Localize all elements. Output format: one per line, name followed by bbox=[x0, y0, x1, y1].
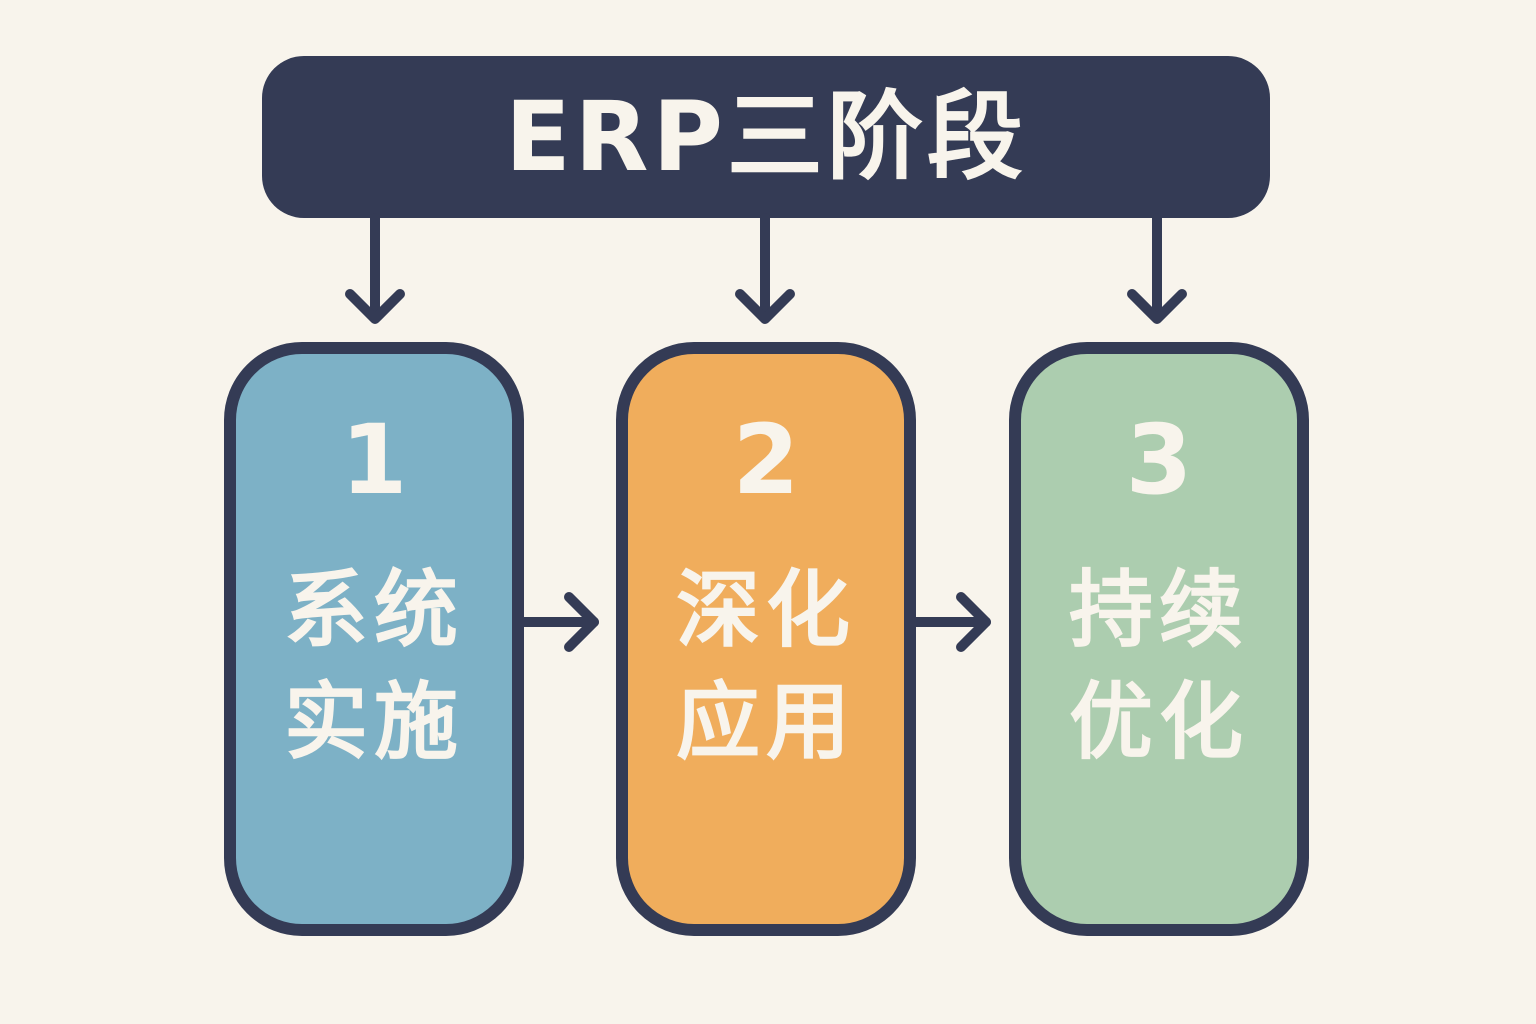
stage-label: 系统 实施 bbox=[284, 554, 464, 778]
title-banner: ERP三阶段 bbox=[262, 56, 1270, 218]
stage-box-2: 2 深化 应用 bbox=[616, 342, 916, 936]
right-arrow-icon-1 bbox=[519, 592, 599, 652]
down-arrow-icon-1 bbox=[345, 213, 405, 324]
down-arrow-icon-2 bbox=[735, 213, 795, 324]
stage-label-line1: 系统 bbox=[283, 561, 464, 659]
stage-label: 持续 优化 bbox=[1069, 554, 1249, 778]
stage-box-3: 3 持续 优化 bbox=[1009, 342, 1309, 936]
stage-number: 1 bbox=[340, 404, 408, 516]
right-arrow-icon-2 bbox=[911, 592, 991, 652]
stage-number: 3 bbox=[1125, 404, 1193, 516]
stage-label-line2: 优化 bbox=[1068, 673, 1249, 771]
stage-label-line2: 实施 bbox=[283, 673, 464, 771]
diagram-title: ERP三阶段 bbox=[505, 81, 1027, 193]
stage-label: 深化 应用 bbox=[676, 554, 856, 778]
down-arrow-icon-3 bbox=[1127, 213, 1187, 324]
stage-number: 2 bbox=[732, 404, 800, 516]
stage-box-1: 1 系统 实施 bbox=[224, 342, 524, 936]
stage-label-line2: 应用 bbox=[675, 673, 856, 771]
stage-label-line1: 持续 bbox=[1068, 561, 1249, 659]
stage-label-line1: 深化 bbox=[675, 561, 856, 659]
